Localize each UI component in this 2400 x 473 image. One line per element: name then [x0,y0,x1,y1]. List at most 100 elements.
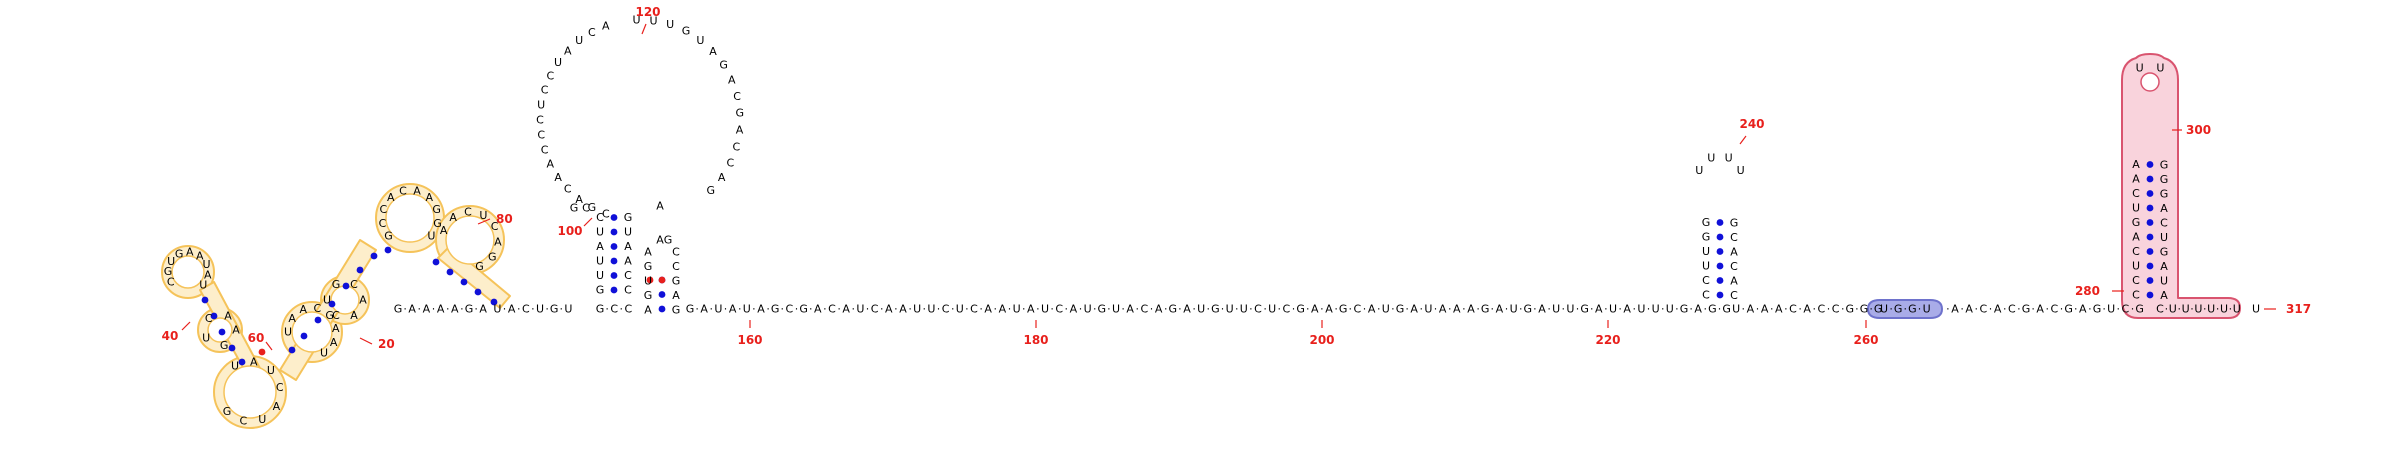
nucleotide-80: A [624,240,632,253]
nucleotide-239: C [1980,303,1988,316]
backbone-dot: · [937,303,941,316]
base-pair-layer [201,161,2154,366]
nucleotide-250: G [2135,303,2144,316]
backbone-dot: · [2216,303,2220,316]
nucleotide-43: G [475,260,484,273]
nucleotide-74: A [596,240,604,253]
nucleotide-108: G [719,59,728,72]
backbone-dot: · [2131,303,2135,316]
nucleotide-218: U [1725,151,1733,164]
nucleotide-13: C [276,381,284,394]
backbone-dot: · [1505,303,1509,316]
backbone-dot: · [1178,303,1182,316]
backbone-dot: · [837,303,841,316]
nucleotide-134: U [743,303,751,316]
nucleotide-58: A [437,303,445,316]
backbone-dot: · [894,303,898,316]
nucleotide-240: A [1994,303,2002,316]
backbone-dot: · [1391,303,1395,316]
nucleotide-233: G [1894,303,1903,316]
backbone-dot: · [1661,303,1665,316]
nucleotide-241: C [2008,303,2016,316]
backbone-dot: · [781,303,785,316]
nucleotide-65: U [536,303,544,316]
nucleotide-39: U [479,209,487,222]
backbone-dot: · [1349,303,1353,316]
backbone-dot: · [1633,303,1637,316]
nucleotide-123: C [672,246,680,259]
nucleotide-273: C [2156,303,2164,316]
nucleotide-219: U [1737,164,1745,177]
nucleotide-195: U [1609,303,1617,316]
nucleotide-205: C [1702,274,1710,287]
pair-dot-hairpin-300-10 [2146,161,2154,168]
position-tick [583,217,593,227]
nucleotide-122: A [644,304,652,317]
backbone-dot: · [1562,303,1566,316]
backbone-dot: · [1704,303,1708,316]
nucleotide-268: A [2160,260,2168,273]
backbone-dot: · [2088,303,2092,316]
pair-dot-hairpin-300-9 [2146,175,2154,183]
nucleotide-209: G [1702,216,1711,229]
nucleotide-62: U [493,303,501,316]
nucleotide-136: G [771,303,780,316]
pair-dot-5prime-8 [314,316,322,324]
pair-dot-5prime-15 [446,268,454,276]
pair-dot-hairpin-300-5 [2146,233,2154,241]
nucleotide-37: A [449,211,457,224]
nucleotide-60: G [465,303,474,316]
nucleotide-115: A [718,171,726,184]
nucleotide-199: U [1666,303,1674,316]
nucleotide-89: A [554,171,562,184]
backbone-dot: · [2165,303,2169,316]
backbone-dot: · [1377,303,1381,316]
backbone-dot: · [1334,303,1338,316]
nucleotide-137: C [786,303,794,316]
backbone-dot: · [474,303,478,316]
backbone-dot: · [2031,303,2035,316]
pair-dot-hairpin-240-3 [1716,262,1724,270]
nucleotide-113: C [732,140,740,153]
pair-dot-5prime-18 [490,298,498,306]
nucleotide-15: U [258,413,266,426]
highlight-layer [161,53,2241,429]
nucleotide-114: C [726,156,734,169]
backbone-dot: · [2229,303,2233,316]
nucleotide-226: A [1803,303,1811,316]
backbone-dot: · [1107,303,1111,316]
nucleotide-162: C [1141,303,1149,316]
backbone-dot: · [2117,303,2121,316]
nucleotide-26: G [384,229,393,242]
nucleotide-110: C [733,90,741,103]
nucleotide-94: U [537,98,545,111]
hairpin-300-loop-ring [2140,72,2160,92]
backbone-dot: · [1533,303,1537,316]
nucleotide-272: U [2156,62,2164,75]
nucleotide-269: U [2160,275,2168,288]
nucleotide-270: A [2160,289,2168,302]
nucleotide-166: U [1197,303,1205,316]
nucleotide-6: A [196,249,204,262]
nucleotide-59: A [451,303,459,316]
nucleotide-27: C [379,217,387,230]
nucleotide-191: U [1552,303,1560,316]
backbone-dot: · [979,303,983,316]
pair-dot-5prime-9 [328,300,336,308]
backbone-dot: · [2017,303,2021,316]
nucleotide-164: G [1169,303,1178,316]
position-label-20: 20 [378,337,395,351]
nucleotide-183: A [1439,303,1447,316]
nucleotide-267: G [2160,246,2169,259]
nucleotide-193: G [1580,303,1589,316]
backbone-dot: · [2203,303,2207,316]
position-label-40: 40 [162,329,179,343]
nucleotide-100: C [588,26,596,39]
backbone-dot: · [923,303,927,316]
nucleotide-259: A [2132,173,2140,186]
backbone-dot: · [1036,303,1040,316]
nucleotide-228: C [1832,303,1840,316]
nucleotide-237: A [1951,303,1959,316]
nucleotide-280: U [2252,303,2260,316]
nucleotide-149: U [956,303,964,316]
